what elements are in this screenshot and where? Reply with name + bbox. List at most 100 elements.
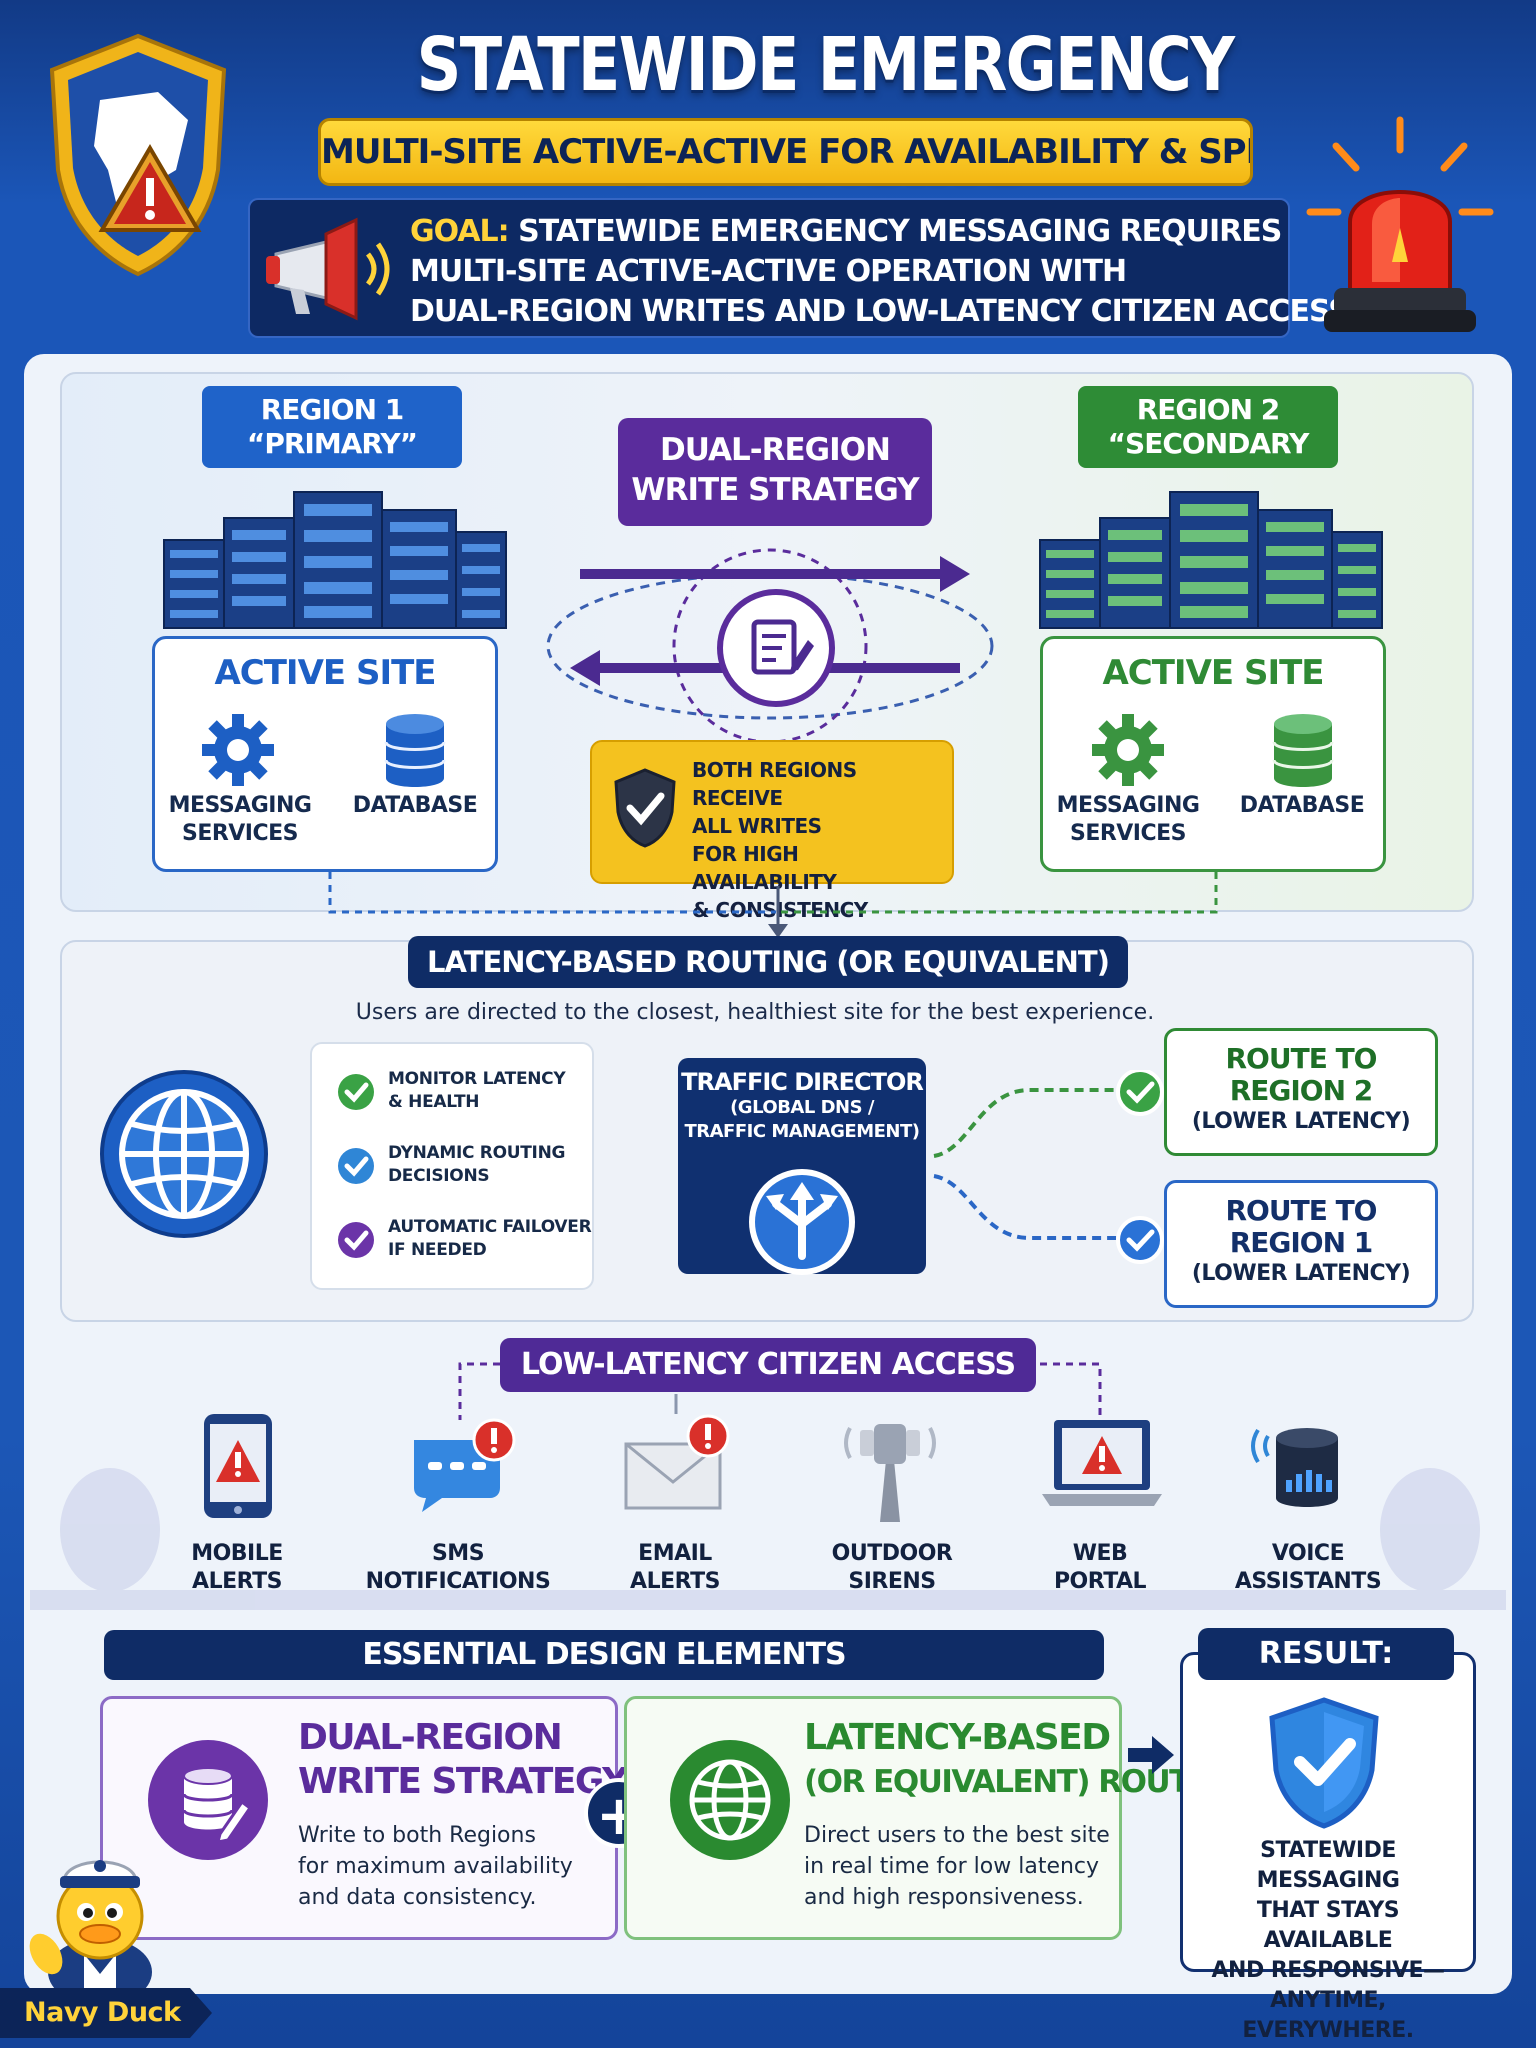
- r2-svc-1b: SERVICES: [1069, 821, 1187, 846]
- ch-1-line-1: SMS: [431, 1541, 485, 1566]
- mobile-alert-icon: [204, 1414, 272, 1518]
- channel-email: EMAIL ALERTS: [575, 1540, 775, 1596]
- sync-arrows-diagram: [546, 548, 994, 746]
- channel-web-portal: WEB PORTAL: [1000, 1540, 1200, 1596]
- check-3-line-2: IF NEEDED: [388, 1240, 487, 1260]
- checkmark-blue-icon: [338, 1148, 374, 1184]
- check-2-line-2: DECISIONS: [388, 1166, 490, 1186]
- ch-3-line-2: SIRENS: [848, 1569, 936, 1594]
- check-2-line-1: DYNAMIC ROUTING: [388, 1143, 566, 1163]
- check-1-line-2: & HEALTH: [388, 1092, 480, 1112]
- result-shield-check-icon: [1269, 1697, 1379, 1829]
- region-1-server-rack-icon: [163, 491, 507, 629]
- check-item-3: AUTOMATIC FAILOVER IF NEEDED: [388, 1216, 592, 1262]
- citizen-access-title: LOW-LATENCY CITIZEN ACCESS: [500, 1338, 1036, 1392]
- essential-2-body: Direct users to the best site in real ti…: [804, 1820, 1110, 1913]
- traffic-director-sub-2: TRAFFIC MANAGEMENT): [684, 1121, 920, 1142]
- routing-description: Users are directed to the closest, healt…: [355, 1000, 1155, 1025]
- arrow-right-icon: [1128, 1736, 1174, 1774]
- ch-3-line-1: OUTDOOR: [831, 1541, 953, 1566]
- channel-sirens: OUTDOOR SIRENS: [792, 1540, 992, 1596]
- route-to-region-1: ROUTE TO REGION 1 (LOWER LATENCY): [1164, 1180, 1438, 1308]
- region-2-role: “SECONDARY: [1107, 427, 1310, 460]
- shield-check-icon: [614, 768, 676, 848]
- ess-2-title-2: (OR EQUIVALENT) ROUTING: [804, 1764, 1249, 1800]
- ch-1-line-2: NOTIFICATIONS: [365, 1569, 551, 1594]
- both-line-4: & CONSISTENCY: [692, 898, 868, 922]
- ch-0-line-1: MOBILE: [191, 1541, 283, 1566]
- ess-1-body-1: Write to both Regions: [298, 1823, 536, 1848]
- route-r2-line-3: (LOWER LATENCY): [1191, 1109, 1411, 1134]
- check-3-line-1: AUTOMATIC FAILOVER: [388, 1217, 592, 1237]
- dual-region-title-2: WRITE STRATEGY: [631, 472, 919, 508]
- dual-region-tag: DUAL-REGION WRITE STRATEGY: [618, 418, 932, 526]
- r2-svc-1a: MESSAGING: [1056, 793, 1200, 818]
- result-line-2: THAT STAYS AVAILABLE: [1256, 1898, 1400, 1953]
- check-item-2: DYNAMIC ROUTING DECISIONS: [388, 1142, 565, 1188]
- traffic-director-sub-1: (GLOBAL DNS /: [730, 1097, 874, 1118]
- routing-title: LATENCY-BASED ROUTING (OR EQUIVALENT): [408, 936, 1128, 988]
- channel-sms: SMS NOTIFICATIONS: [358, 1540, 558, 1596]
- region-2-site-title: ACTIVE SITE: [1102, 653, 1324, 693]
- route-to-region-2: ROUTE TO REGION 2 (LOWER LATENCY): [1164, 1028, 1438, 1156]
- ess-2-title-1: LATENCY-BASED: [804, 1717, 1111, 1758]
- both-line-1: BOTH REGIONS RECEIVE: [692, 758, 857, 810]
- result-line-1: STATEWIDE MESSAGING: [1256, 1838, 1400, 1893]
- globe-icon: [100, 1070, 268, 1238]
- siren-tower-icon: [844, 1424, 936, 1522]
- duck-mascot-icon: [29, 1860, 152, 2006]
- both-regions-text: BOTH REGIONS RECEIVE ALL WRITES FOR HIGH…: [692, 756, 942, 924]
- both-line-2: ALL WRITES: [692, 814, 822, 838]
- channel-mobile-alerts: MOBILE ALERTS: [137, 1540, 337, 1596]
- ch-5-line-2: ASSISTANTS: [1234, 1569, 1382, 1594]
- ch-2-line-1: EMAIL: [638, 1541, 712, 1566]
- region-2-messaging-label: MESSAGING SERVICES: [1048, 792, 1208, 848]
- essential-2-title: LATENCY-BASED (OR EQUIVALENT) ROUTING: [804, 1716, 1249, 1804]
- goal-label: GOAL:: [410, 214, 510, 249]
- region-1-database-icon: [384, 714, 446, 787]
- goal-line-1: STATEWIDE EMERGENCY MESSAGING REQUIRES: [518, 214, 1282, 249]
- background-trees: [30, 1468, 1506, 1610]
- ess-1-title-2: WRITE STRATEGY: [298, 1761, 628, 1802]
- route-r1-line-2: REGION 1: [1229, 1226, 1374, 1259]
- r1-svc-1a: MESSAGING: [168, 793, 312, 818]
- sms-icon: [414, 1418, 516, 1512]
- goal-line-2: MULTI-SITE ACTIVE-ACTIVE OPERATION WITH: [410, 254, 1127, 289]
- ess-1-title-1: DUAL-REGION: [298, 1717, 563, 1758]
- result-line-3: AND RESPONSIVE—: [1211, 1958, 1446, 1983]
- region-2-gear-icon: [1092, 714, 1164, 786]
- state-shield-logo: [49, 33, 227, 277]
- essential-1-body: Write to both Regions for maximum availa…: [298, 1820, 573, 1913]
- essentials-title: ESSENTIAL DESIGN ELEMENTS: [104, 1630, 1104, 1680]
- ess-1-body-2: for maximum availability: [298, 1854, 573, 1879]
- ess-1-body-3: and data consistency.: [298, 1885, 537, 1910]
- site-connector-lines: [328, 872, 1218, 938]
- split-arrows-icon: [749, 1169, 855, 1275]
- check-1-line-1: MONITOR LATENCY: [388, 1069, 566, 1089]
- essential-1-title: DUAL-REGION WRITE STRATEGY: [298, 1716, 628, 1804]
- goal-banner: GOAL: STATEWIDE EMERGENCY MESSAGING REQU…: [248, 198, 1360, 338]
- region-1-tag: REGION 1 “PRIMARY”: [202, 386, 462, 468]
- result-text: STATEWIDE MESSAGING THAT STAYS AVAILABLE…: [1190, 1836, 1466, 2046]
- route-r2-line-2: REGION 2: [1229, 1074, 1374, 1107]
- ch-5-line-1: VOICE: [1271, 1541, 1345, 1566]
- ch-0-line-2: ALERTS: [192, 1569, 282, 1594]
- ch-4-line-2: PORTAL: [1053, 1569, 1147, 1594]
- route-r1-line-1: ROUTE TO: [1225, 1194, 1378, 1227]
- red-beacon-icon: [1306, 116, 1494, 332]
- page-subtitle: MULTI-SITE ACTIVE-ACTIVE FOR AVAILABILIT…: [318, 118, 1253, 186]
- both-line-3: FOR HIGH AVAILABILITY: [692, 842, 837, 894]
- megaphone-icon: [266, 217, 390, 321]
- database-edit-icon: [148, 1740, 268, 1860]
- ch-4-line-1: WEB: [1072, 1541, 1128, 1566]
- ess-2-body-3: and high responsiveness.: [804, 1885, 1084, 1910]
- globe-network-icon: [670, 1740, 790, 1860]
- goal-line-3: DUAL-REGION WRITES AND LOW-LATENCY CITIZ…: [410, 294, 1360, 329]
- channel-voice: VOICE ASSISTANTS: [1208, 1540, 1408, 1596]
- ch-2-line-2: ALERTS: [630, 1569, 720, 1594]
- region-1-role: “PRIMARY”: [246, 427, 418, 460]
- region-2-database-label: DATABASE: [1239, 793, 1365, 818]
- check-item-1: MONITOR LATENCY & HEALTH: [388, 1068, 566, 1114]
- region-1-gear-icon: [202, 714, 274, 786]
- region-1-name: REGION 1: [260, 393, 405, 426]
